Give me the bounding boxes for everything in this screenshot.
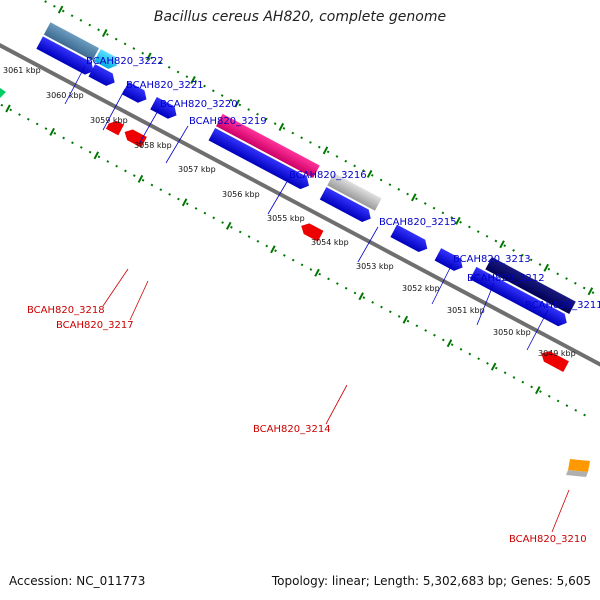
kbp-label: 3049 kbp — [538, 349, 576, 358]
kbp-label: 3055 kbp — [267, 214, 305, 223]
gene-3210-feature[interactable] — [539, 348, 569, 372]
kbp-label: 3051 kbp — [447, 306, 485, 315]
gene-label-3217[interactable]: BCAH820_3217 — [56, 320, 134, 331]
gene-3222-feature[interactable] — [43, 22, 100, 61]
kbp-label: 3059 kbp — [90, 116, 128, 125]
gene-3221-feature[interactable] — [94, 49, 120, 72]
gene-label-3219[interactable]: BCAH820_3219 — [189, 116, 267, 127]
kbp-label: 3052 kbp — [402, 284, 440, 293]
forward-gene-labels — [64, 65, 549, 351]
cds-forward[interactable] — [390, 224, 430, 255]
gene-3216-feature[interactable] — [216, 113, 320, 178]
kbp-label: 3050 kbp — [493, 328, 531, 337]
reverse-gene-labels — [102, 268, 570, 533]
kbp-label: 3056 kbp — [222, 190, 260, 199]
gene-3214-feature[interactable] — [298, 221, 324, 242]
cds-forward[interactable] — [36, 36, 96, 77]
gene-label-3218[interactable]: BCAH820_3218 — [27, 305, 105, 316]
cds-forward[interactable] — [150, 96, 180, 122]
map-title: Bacillus cereus AH820, complete genome — [153, 9, 447, 25]
cds-forward[interactable] — [469, 266, 570, 329]
gene-label-3214[interactable]: BCAH820_3214 — [253, 424, 331, 435]
cds-forward[interactable] — [319, 187, 374, 225]
gene-3217-feature[interactable] — [122, 127, 147, 148]
kbp-label: 3053 kbp — [356, 262, 394, 271]
gene-label-3221[interactable]: BCAH820_3221 — [126, 80, 204, 91]
genome-backbone — [0, 33, 600, 385]
gene-label-3213[interactable]: BCAH820_3213 — [453, 254, 531, 265]
genome-track — [0, 0, 600, 421]
cds-forward[interactable] — [434, 248, 466, 274]
gene-3211-feature[interactable] — [485, 257, 576, 314]
gene-3215-feature[interactable] — [327, 172, 382, 211]
gene-label-3222[interactable]: BCAH820_3222 — [86, 56, 164, 67]
gene-label-3216[interactable]: BCAH820_3216 — [289, 170, 367, 181]
kbp-label: 3057 kbp — [178, 165, 216, 174]
cds-forward[interactable] — [208, 127, 313, 192]
partial-feature-left[interactable] — [0, 88, 6, 98]
gene-3210-orange-feature[interactable] — [568, 459, 590, 472]
lower-tick-line — [0, 99, 594, 421]
cds-forward[interactable] — [122, 81, 150, 106]
kbp-label: 3054 kbp — [311, 238, 349, 247]
accession-text: Accession: NC_011773 — [9, 574, 146, 588]
kbp-label: 3058 kbp — [134, 141, 172, 150]
gene-label-3211[interactable]: BCAH820_3211 — [525, 300, 600, 311]
genome-summary: Topology: linear; Length: 5,302,683 bp; … — [271, 574, 591, 588]
kbp-label: 3061 kbp — [3, 66, 41, 75]
cds-forward[interactable] — [88, 64, 118, 89]
upper-tick-line — [44, 0, 600, 322]
gene-3218-feature[interactable] — [105, 118, 124, 136]
lower-major-ticks — [5, 104, 541, 395]
upper-major-ticks — [57, 5, 594, 296]
gene-3210-grey-feature[interactable] — [566, 470, 588, 477]
kbp-label: 3060 kbp — [46, 91, 84, 100]
gene-label-3210[interactable]: BCAH820_3210 — [509, 534, 587, 545]
gene-label-3212[interactable]: BCAH820_3212 — [467, 273, 545, 284]
gene-label-3215[interactable]: BCAH820_3215 — [379, 217, 457, 228]
gene-label-3220[interactable]: BCAH820_3220 — [160, 99, 238, 110]
